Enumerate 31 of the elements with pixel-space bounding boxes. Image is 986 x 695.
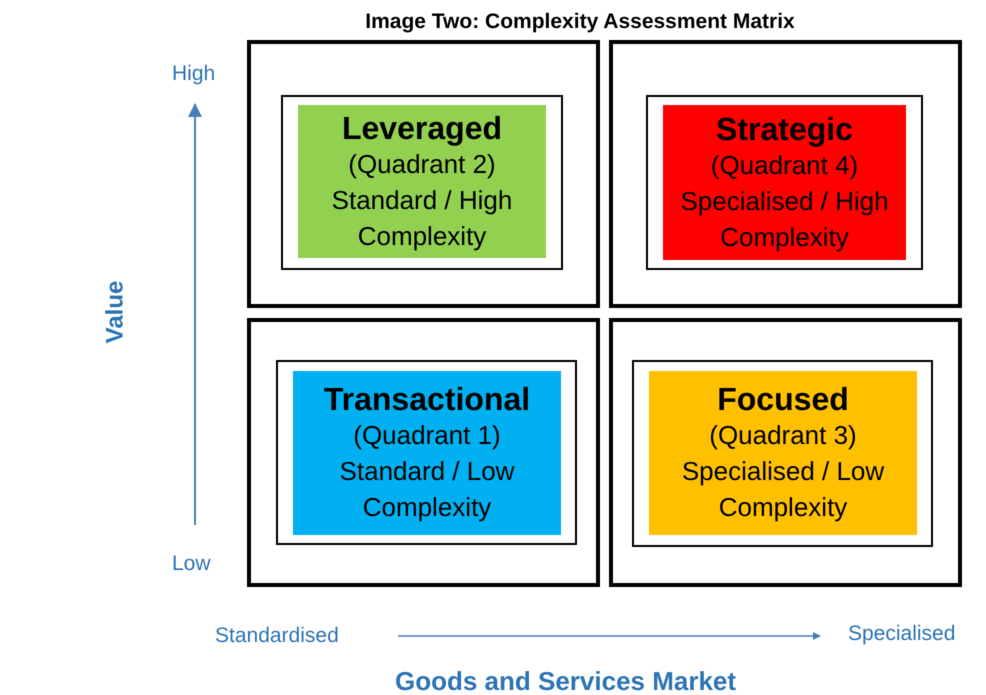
quadrant-title: Transactional [324,381,530,417]
axis-label: Low [172,552,211,576]
quadrant-description: Standard / Low Complexity [338,455,516,524]
quadrant-title: Leveraged [342,110,502,146]
quadrant-description: (Quadrant 3) [708,419,858,452]
quadrant-description: Standard / High Complexity [330,184,514,252]
quadrant-box [298,105,546,258]
quadrant-square [609,40,962,308]
quadrant-description: (Quadrant 4) [710,148,860,182]
axis-label: Specialised [848,622,956,646]
quadrant-square [247,318,600,587]
axis-title: Value [101,280,130,344]
axis-label: High [172,62,216,86]
diagram-title: Image Two: Complexity Assessment Matrix [364,10,796,34]
quadrant-square [247,40,600,308]
quadrant-box [649,371,917,535]
quadrant-description: Specialised / Low Complexity [680,455,886,524]
quadrant-box [293,371,561,535]
quadrant-description: (Quadrant 1) [352,419,502,452]
quadrant-title: Focused [717,381,849,417]
quadrant-frame [632,360,933,547]
axis-title: Goods and Services Market [395,666,736,695]
quadrant-square [609,318,962,587]
quadrant-description: (Quadrant 2) [347,148,497,180]
quadrant-box [663,105,906,260]
quadrant-title: Strategic [716,110,853,146]
quadrant-frame [281,95,563,270]
quadrant-frame [276,360,577,545]
quadrant-frame [646,95,923,270]
quadrant-description: Specialised / High Complexity [679,184,890,254]
axis-label: Standardised [215,624,339,648]
